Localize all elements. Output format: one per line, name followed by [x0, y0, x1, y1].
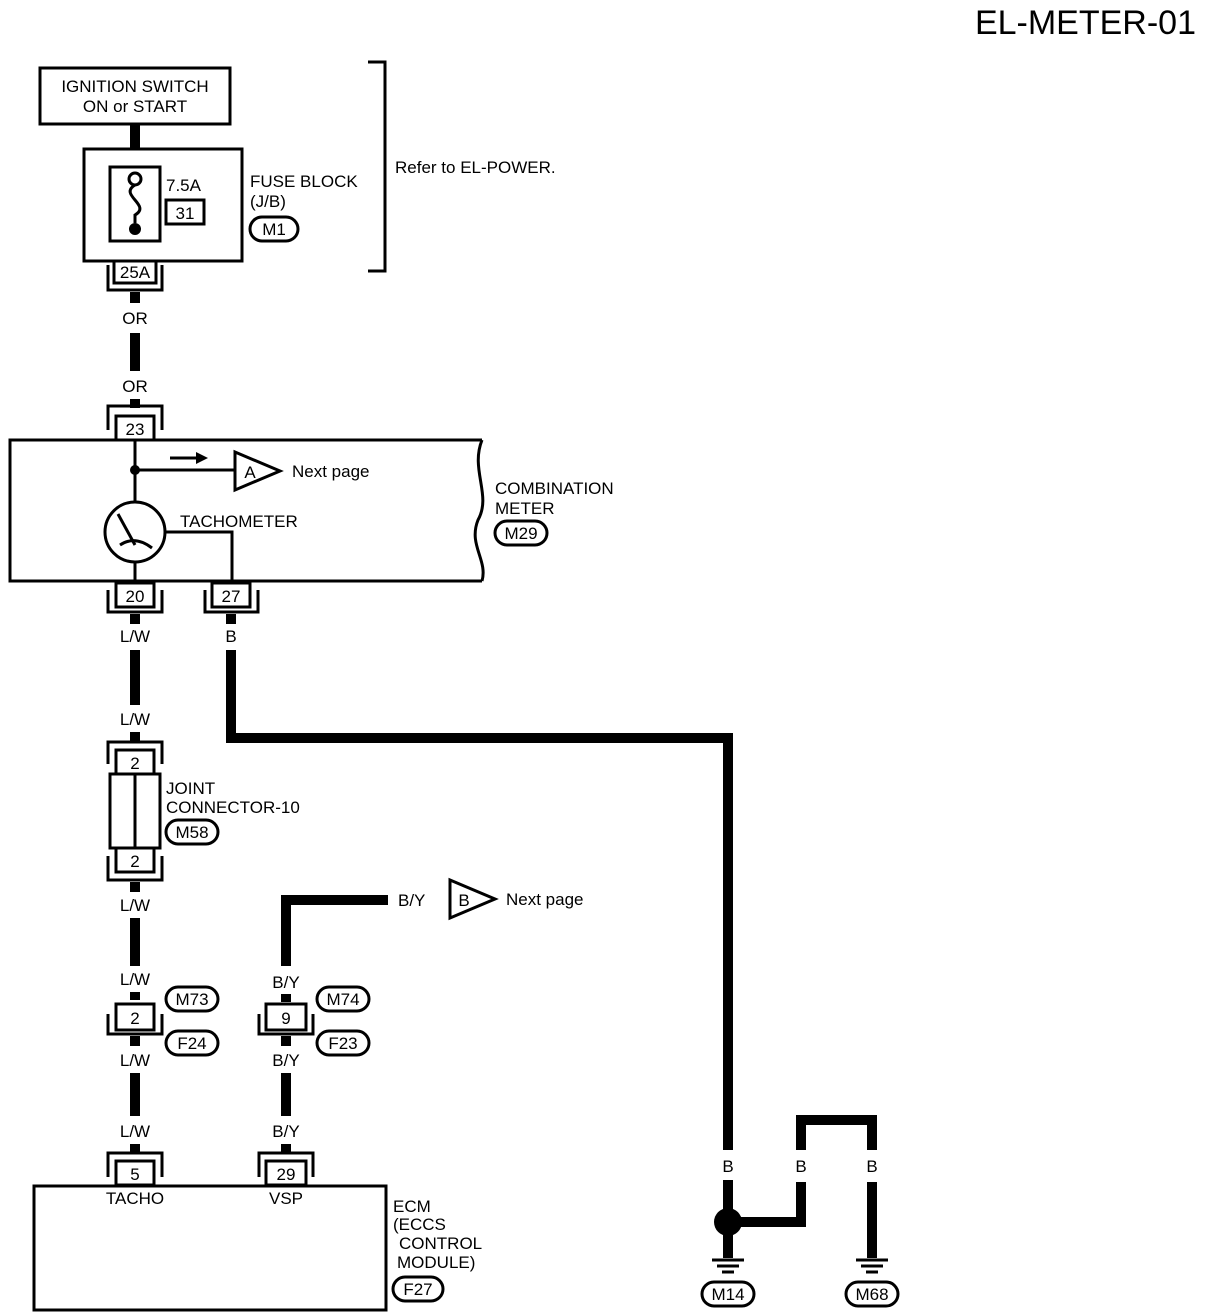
wire-color-or-1: OR	[122, 309, 148, 328]
svg-text:2: 2	[130, 1009, 139, 1028]
combination-meter-connector: M29	[504, 524, 537, 543]
page-code: EL-METER-01	[975, 4, 1196, 42]
next-page-b-flag	[448, 877, 499, 921]
wire-color-lw-5: L/W	[120, 1051, 150, 1070]
ground-m14: M14	[711, 1285, 744, 1304]
tachometer-gauge	[103, 500, 167, 564]
fuse-rating: 7.5A	[166, 176, 202, 195]
wire-b-ground	[226, 650, 733, 1150]
fuse-block-connector: M1	[262, 220, 286, 239]
wire-color-by-3: B/Y	[272, 1051, 299, 1070]
wire-by	[281, 895, 388, 966]
tachometer-label: TACHOMETER	[180, 512, 298, 531]
ignition-switch: IGNITION SWITCH ON or START	[38, 66, 232, 126]
joint-name1: JOINT	[166, 779, 215, 798]
wire-color-b-3: B	[795, 1157, 806, 1176]
conn-m73: M73	[175, 990, 208, 1009]
combination-meter-name1: COMBINATION	[495, 479, 614, 498]
fuse-block: 7.5A 31 FUSE BLOCK (J/B) M1	[82, 147, 358, 263]
terminal-25a: 25A	[106, 259, 164, 292]
wire-color-lw-3: L/W	[120, 896, 150, 915]
ecm-tacho-label: TACHO	[106, 1189, 164, 1208]
refer-bracket	[368, 60, 387, 273]
wire-color-lw-4: L/W	[120, 970, 150, 989]
joint-connector: 2 2 JOINT CONNECTOR-10 M58	[106, 740, 300, 882]
wire-color-lw-6: L/W	[120, 1122, 150, 1141]
combination-meter: COMBINATION METER M29 A Next page TACHOM…	[8, 438, 614, 583]
harness-connector-tacho: 2 M73 F24	[106, 985, 220, 1057]
ecm-connector: F27	[403, 1280, 432, 1299]
wire-color-or-2: OR	[122, 377, 148, 396]
ecm-module: TACHO VSP ECM (ECCS CONTROL MODULE) F27	[32, 1184, 482, 1312]
svg-text:27: 27	[222, 587, 241, 606]
svg-text:20: 20	[126, 587, 145, 606]
ground-m68: M68	[855, 1285, 888, 1304]
conn-f23: F23	[328, 1034, 357, 1053]
ground-network: B B M14 M68	[700, 1115, 900, 1308]
ignition-line2: ON or START	[83, 97, 187, 116]
fuse-number: 31	[176, 204, 195, 223]
wire-color-b-4: B	[866, 1157, 877, 1176]
wire-color-b-2: B	[722, 1157, 733, 1176]
ignition-line1: IGNITION SWITCH	[61, 77, 208, 96]
terminal-20: 20	[106, 581, 164, 614]
combination-meter-name2: METER	[495, 499, 555, 518]
refer-note: Refer to EL-POWER.	[395, 158, 556, 177]
wire-color-lw-2: L/W	[120, 710, 150, 729]
next-page-b-letter: B	[458, 891, 469, 910]
svg-text:25A: 25A	[120, 263, 151, 282]
next-page-b-text: Next page	[506, 890, 584, 909]
svg-text:23: 23	[126, 420, 145, 439]
terminal-23: 23	[106, 404, 164, 442]
ecm-name4: MODULE)	[397, 1253, 475, 1272]
ecm-name2: (ECCS	[393, 1215, 446, 1234]
joint-connector-id: M58	[175, 823, 208, 842]
svg-text:29: 29	[277, 1165, 296, 1184]
harness-connector-vsp: 9 M74 F23	[257, 985, 371, 1057]
ecm-vsp-label: VSP	[269, 1189, 303, 1208]
ecm-name3: CONTROL	[399, 1234, 482, 1253]
next-page-a-letter: A	[244, 463, 256, 482]
conn-m74: M74	[326, 990, 359, 1009]
wire-color-by-1: B/Y	[398, 891, 425, 910]
joint-name2: CONNECTOR-10	[166, 798, 300, 817]
wire-color-b-1: B	[225, 627, 236, 646]
joint-term-top: 2	[130, 754, 139, 773]
wire-color-by-4: B/Y	[272, 1122, 299, 1141]
fuse-block-name1: FUSE BLOCK	[250, 172, 358, 191]
ecm-terminal-tacho: 5	[106, 1151, 164, 1187]
svg-text:5: 5	[130, 1165, 139, 1184]
joint-term-bottom: 2	[130, 852, 139, 871]
ecm-terminal-vsp: 29	[257, 1151, 315, 1187]
svg-text:9: 9	[281, 1009, 290, 1028]
ecm-name1: ECM	[393, 1197, 431, 1216]
wire-color-lw-1: L/W	[120, 627, 150, 646]
fuse-block-name2: (J/B)	[250, 192, 286, 211]
terminal-27: 27	[203, 581, 260, 614]
conn-f24: F24	[177, 1034, 206, 1053]
next-page-a-text: Next page	[292, 462, 370, 481]
wire-color-by-2: B/Y	[272, 973, 299, 992]
